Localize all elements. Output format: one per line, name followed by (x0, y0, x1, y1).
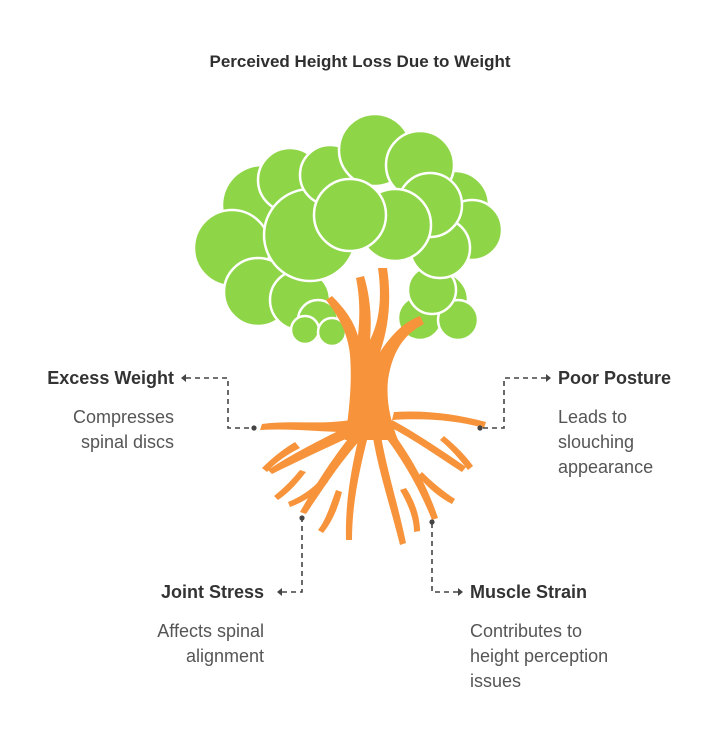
connector-arrowheads (181, 374, 551, 596)
item-label-poor-posture: Poor Posture (558, 368, 672, 388)
desc-line: Leads to (558, 407, 628, 427)
item-desc-poor-posture: Leads to slouching appearance (558, 405, 653, 480)
desc-line: Contributes to (470, 621, 583, 641)
item-label-joint-stress: Joint Stress (160, 582, 264, 602)
item-desc-joint-stress: Affects spinal alignment (157, 619, 264, 669)
diagram-title: Perceived Height Loss Due to Weight (209, 52, 511, 71)
item-label-muscle-strain: Muscle Strain (470, 582, 588, 602)
desc-line: Compresses (72, 407, 174, 427)
desc-line: spinal discs (80, 432, 174, 452)
connector-dots (251, 425, 483, 525)
connectors (186, 377, 546, 593)
desc-line: alignment (185, 646, 264, 666)
tree-foliage (192, 112, 504, 348)
desc-line: height perception (470, 646, 609, 666)
desc-line: issues (470, 671, 522, 691)
desc-line: appearance (558, 457, 654, 477)
item-desc-muscle-strain: Contributes to height perception issues (470, 619, 608, 694)
desc-line: slouching (558, 432, 635, 452)
tree-trunk-roots (260, 268, 486, 545)
item-label-excess-weight: Excess Weight (47, 368, 174, 388)
desc-line: Affects spinal (157, 621, 264, 641)
item-desc-excess-weight: Compresses spinal discs (73, 405, 174, 455)
